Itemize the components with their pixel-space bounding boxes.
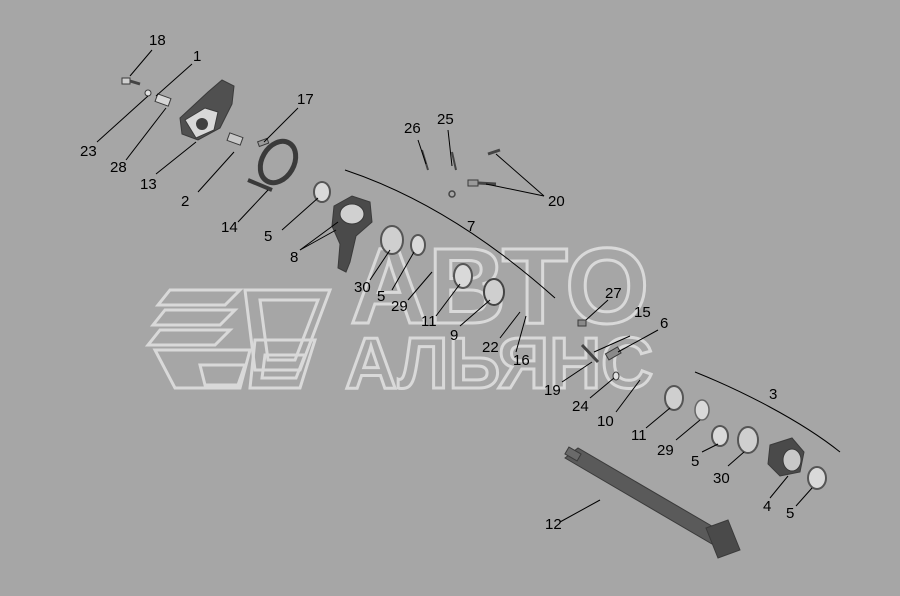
callout-7: 7 — [467, 218, 475, 235]
watermark-line-2: АЛЬЯНС — [345, 324, 653, 404]
washer-part-23 — [144, 89, 152, 97]
ring-part-5-mid — [410, 234, 426, 256]
seal-part-9 — [483, 278, 505, 306]
plate-part-28 — [154, 93, 172, 107]
callout-10: 10 — [597, 413, 614, 430]
bushing-part-30-lower — [737, 426, 759, 454]
callout-28: 28 — [110, 159, 127, 176]
callout-5-mid: 5 — [377, 288, 385, 305]
callout-19: 19 — [544, 382, 561, 399]
assembly-axis-line-right — [694, 371, 841, 453]
gear-housing-part-4 — [767, 437, 805, 477]
bushing-part-30-upper — [380, 225, 404, 255]
callout-13: 13 — [140, 176, 157, 193]
callout-11-upper: 11 — [421, 313, 437, 330]
pin-part-15 — [580, 343, 600, 364]
callout-14: 14 — [221, 219, 238, 236]
bolt-part-27 — [577, 319, 587, 327]
ring-part-11-upper — [453, 263, 473, 289]
screw-part-6 — [604, 346, 622, 361]
callout-18: 18 — [149, 32, 166, 49]
bolts-part-20 — [467, 148, 501, 187]
callout-8: 8 — [290, 249, 298, 266]
callout-17: 17 — [297, 91, 314, 108]
watermark-text: АВТО АЛЬЯНС — [344, 224, 655, 406]
callout-16: 16 — [513, 352, 530, 369]
callout-23: 23 — [80, 143, 97, 160]
callout-27: 27 — [605, 285, 622, 302]
callout-26: 26 — [404, 120, 421, 137]
callout-15: 15 — [634, 304, 651, 321]
camshaft-part-12 — [564, 446, 741, 559]
callout-29-lower: 29 — [657, 442, 674, 459]
callout-5-upper: 5 — [264, 228, 272, 245]
callout-29-upper: 29 — [391, 298, 408, 315]
callout-30-lower: 30 — [713, 470, 730, 487]
pin-part-25 — [448, 151, 457, 198]
callout-2: 2 — [181, 193, 189, 210]
callout-24: 24 — [572, 398, 589, 415]
clamp-part-14 — [247, 138, 299, 192]
ring-part-5-right — [807, 466, 827, 490]
ring-part-11-lower — [664, 385, 684, 411]
bolt-part-18 — [121, 77, 141, 86]
bracket-part-2 — [226, 132, 244, 146]
slack-adjuster-body-part-13 — [179, 79, 235, 141]
ring-part-5-upper — [313, 181, 331, 203]
callout-1: 1 — [193, 48, 201, 65]
callout-12: 12 — [545, 516, 562, 533]
ring-part-5-lower — [711, 425, 729, 447]
callout-6: 6 — [660, 315, 668, 332]
assembly-axis-line-left — [344, 169, 556, 299]
lever-part-8 — [331, 195, 373, 273]
callout-3: 3 — [769, 386, 777, 403]
callout-22: 22 — [482, 339, 499, 356]
callout-5-right: 5 — [786, 505, 794, 522]
ring-part-29-lower — [694, 399, 710, 421]
callout-4: 4 — [763, 498, 771, 515]
callout-9: 9 — [450, 327, 458, 344]
leader-lines — [96, 49, 813, 523]
washer-part-24 — [612, 371, 620, 381]
callout-20: 20 — [548, 193, 565, 210]
callout-11-lower: 11 — [631, 427, 647, 444]
callout-labels: 18 1 23 28 13 17 2 14 5 8 26 25 20 7 30 … — [80, 32, 794, 533]
watermark-emblem — [144, 288, 333, 390]
watermark-logo: АВТО АЛЬЯНС — [144, 224, 655, 406]
callout-30-upper: 30 — [354, 279, 371, 296]
callout-25: 25 — [437, 111, 454, 128]
callout-5-lower: 5 — [691, 453, 699, 470]
